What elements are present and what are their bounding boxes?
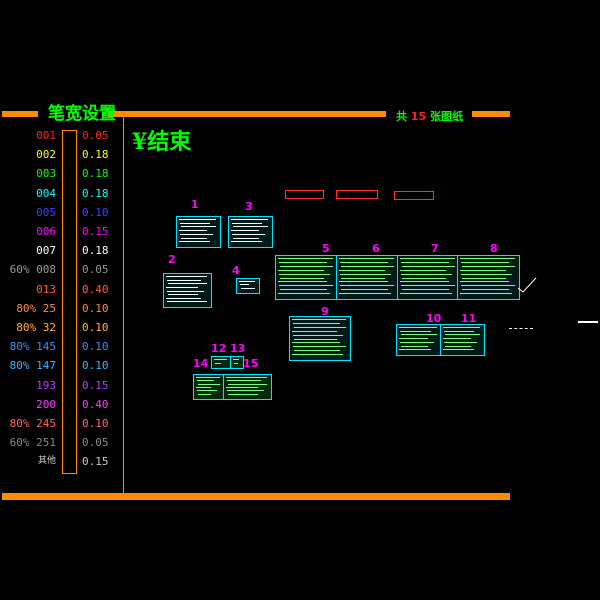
sheet-number-label: 13 xyxy=(230,342,246,355)
sheet-number-label: 1 xyxy=(191,198,199,211)
drawing-sheet-thumbnail[interactable] xyxy=(275,255,338,300)
pen-width: 0.18 xyxy=(82,244,109,258)
sheet-number-label: 15 xyxy=(243,357,259,370)
section-strip-2 xyxy=(336,190,378,199)
pen-width: 0.10 xyxy=(82,301,109,315)
sheet-number-label: 3 xyxy=(245,200,253,213)
pen-name: 004 xyxy=(36,186,56,200)
check-icon xyxy=(517,277,537,293)
sheet-count: 共 15 张图纸 xyxy=(396,110,463,123)
pen-width: 0.05 xyxy=(82,129,109,142)
pen-name: 80% 32 xyxy=(16,321,56,334)
sheet-number-label: 10 xyxy=(426,312,442,325)
sheet-number-label: 7 xyxy=(431,242,439,255)
pen-width: 0.40 xyxy=(82,397,109,411)
drawing-sheet-thumbnail[interactable] xyxy=(230,356,244,369)
drawing-sheet-thumbnail[interactable] xyxy=(211,356,232,369)
section-strip-1 xyxy=(285,190,324,199)
pen-width: 0.10 xyxy=(82,205,109,219)
sheet-number-label: 11 xyxy=(461,312,477,325)
pen-width: 0.10 xyxy=(82,417,109,430)
sheet-count-suffix: 张图纸 xyxy=(430,110,463,123)
drawing-sheet-thumbnail[interactable] xyxy=(440,324,485,356)
pen-name: 200 xyxy=(36,397,56,411)
pen-name: 193 xyxy=(36,378,56,392)
sheet-count-number: 15 xyxy=(410,110,427,123)
pen-name: 其他 xyxy=(37,456,56,467)
white-marker xyxy=(578,321,598,323)
top-bar-left xyxy=(2,111,38,117)
drawing-sheet-thumbnail[interactable] xyxy=(163,273,212,308)
pen-width: 0.05 xyxy=(82,436,109,450)
pen-name: 005 xyxy=(36,205,56,219)
drawing-sheet-thumbnail[interactable] xyxy=(228,216,273,248)
pen-name: 80% 147 xyxy=(9,359,56,373)
pen-name: 001 xyxy=(36,129,56,142)
pen-name: 80% 245 xyxy=(9,417,56,430)
drawing-sheet-thumbnail[interactable] xyxy=(289,316,351,361)
pen-width: 0.10 xyxy=(82,340,109,354)
pen-name: 003 xyxy=(36,167,56,181)
end-label: ¥结束 xyxy=(132,129,192,155)
top-bar-right xyxy=(472,111,510,117)
bottom-bar xyxy=(2,493,510,500)
top-bar-middle xyxy=(108,111,386,117)
pen-width: 0.18 xyxy=(82,186,109,200)
pen-name: 013 xyxy=(36,282,56,296)
pen-width: 0.40 xyxy=(82,282,109,296)
sheet-number-label: 2 xyxy=(168,253,176,266)
sheet-number-label: 5 xyxy=(322,242,330,255)
pen-name: 006 xyxy=(36,225,56,238)
pen-width: 0.05 xyxy=(82,263,109,277)
drawing-sheet-thumbnail[interactable] xyxy=(396,324,442,356)
pen-width-frame xyxy=(62,130,77,474)
pen-name: 007 xyxy=(36,244,56,258)
drawing-sheet-thumbnail[interactable] xyxy=(176,216,221,248)
sheet-number-label: 4 xyxy=(232,264,240,277)
sheet-number-label: 12 xyxy=(211,342,227,355)
pen-width: 0.15 xyxy=(82,225,109,238)
column-divider xyxy=(123,117,124,493)
pen-width: 0.10 xyxy=(82,359,109,373)
drawing-sheet-thumbnail[interactable] xyxy=(223,374,272,400)
drawing-sheet-thumbnail[interactable] xyxy=(236,278,260,294)
pen-name: 80% 145 xyxy=(9,340,56,354)
pen-width: 0.15 xyxy=(82,378,109,392)
sheet-count-prefix: 共 xyxy=(396,110,407,123)
drawing-sheet-thumbnail[interactable] xyxy=(193,374,225,400)
pen-name: 60% 008 xyxy=(9,263,56,277)
pen-name: 80% 25 xyxy=(16,301,56,315)
sheet-number-label: 6 xyxy=(372,242,380,255)
page-title: 笔宽设置 xyxy=(48,104,116,124)
sheet-number-label: 8 xyxy=(490,242,498,255)
dashed-marker xyxy=(509,328,533,330)
pen-width: 0.10 xyxy=(82,321,109,334)
sheet-number-label: 9 xyxy=(321,305,329,318)
pen-width: 0.18 xyxy=(82,148,109,162)
pen-width: 0.18 xyxy=(82,167,109,181)
sheet-number-label: 14 xyxy=(193,357,209,370)
section-strip-3 xyxy=(394,191,434,200)
drawing-sheet-thumbnail[interactable] xyxy=(336,255,399,300)
pen-width: 0.15 xyxy=(82,455,109,469)
pen-name: 60% 251 xyxy=(9,436,56,450)
drawing-sheet-thumbnail[interactable] xyxy=(457,255,520,300)
pen-name: 002 xyxy=(36,148,56,162)
drawing-sheet-thumbnail[interactable] xyxy=(397,255,460,300)
